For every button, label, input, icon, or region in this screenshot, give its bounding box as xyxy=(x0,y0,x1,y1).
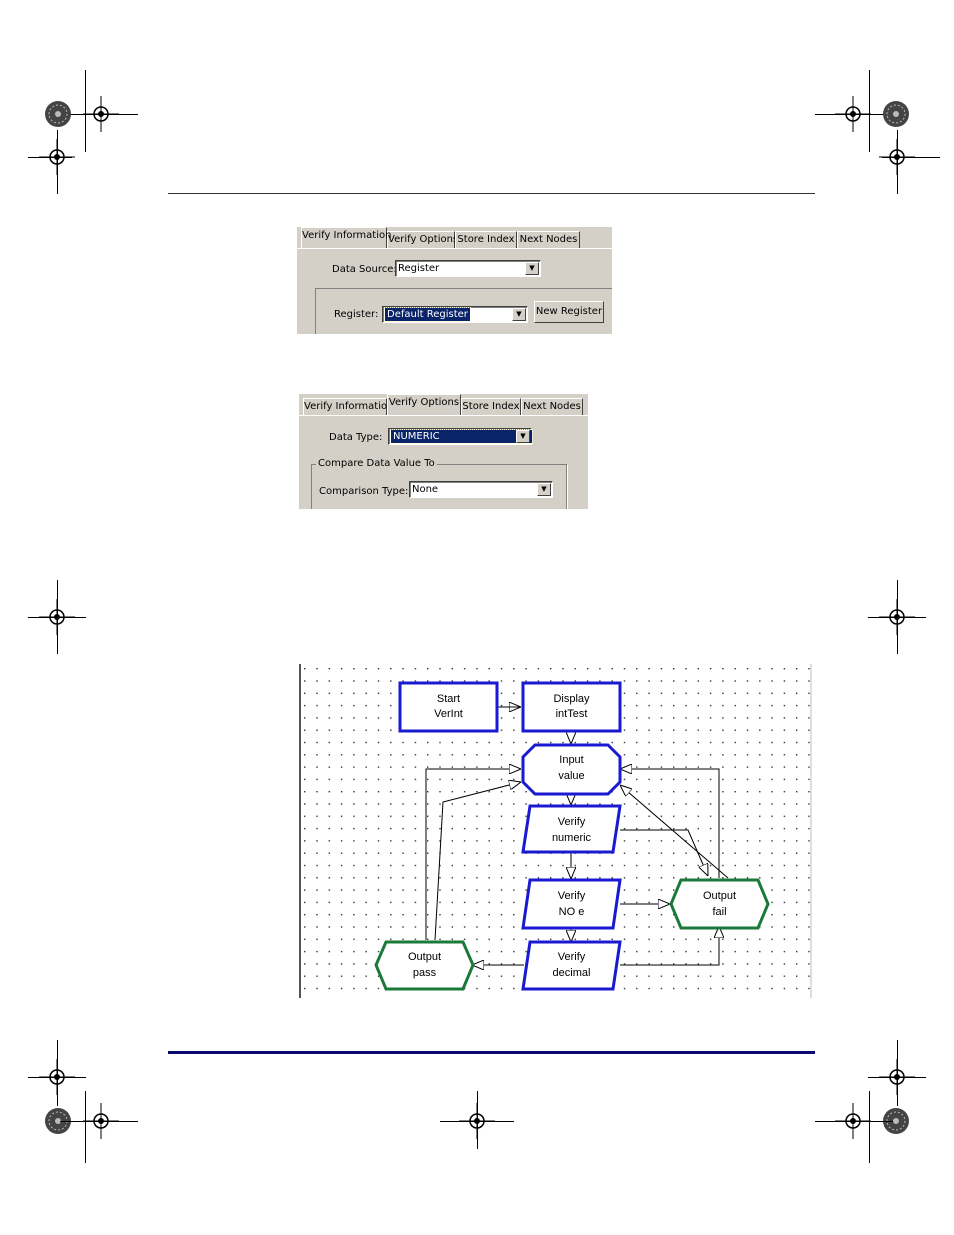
node-output-fail-line2: fail xyxy=(712,906,726,918)
verify-options-dialog: Verify Information Verify Options Store … xyxy=(299,394,588,509)
node-verify-decimal-line2: decimal xyxy=(553,967,591,979)
register-label: Register: xyxy=(334,309,379,320)
tab-verify-options[interactable]: Verify Options xyxy=(387,394,461,415)
node-verify-decimal-line1: Verify xyxy=(558,951,586,963)
flow-connectors xyxy=(425,707,729,966)
registration-mark-icon xyxy=(877,597,917,637)
crop-mark xyxy=(85,1091,86,1163)
chevron-down-icon[interactable]: ▼ xyxy=(525,262,539,275)
node-verify-numeric-line2: numeric xyxy=(552,832,592,844)
footer-rule xyxy=(168,1051,815,1054)
node-start-line1: Start xyxy=(437,693,460,705)
data-type-value: NUMERIC xyxy=(390,429,533,444)
node-output-fail[interactable]: Output fail xyxy=(669,878,770,930)
connector-numeric-fail xyxy=(620,829,708,876)
register-value: Default Register xyxy=(384,307,471,322)
registration-mark-icon xyxy=(457,1101,497,1141)
node-start[interactable]: Start VerInt xyxy=(398,681,499,733)
connector-fail-input-2 xyxy=(620,785,729,879)
crop-mark xyxy=(869,1091,870,1163)
registration-mark-icon xyxy=(833,94,873,134)
tab-store-index[interactable]: Store Index xyxy=(461,398,521,415)
registration-mark-icon xyxy=(37,1057,77,1097)
register-groupbox xyxy=(315,288,612,334)
node-verify-decimal[interactable]: Verify decimal xyxy=(521,940,622,991)
connector-fail-input xyxy=(620,769,720,878)
comparison-type-value: None xyxy=(412,484,439,495)
comparison-type-label: Comparison Type: xyxy=(319,486,409,497)
node-verify-numeric-line1: Verify xyxy=(558,816,586,828)
registration-mark-icon xyxy=(37,137,77,177)
tab-next-nodes[interactable]: Next Nodes xyxy=(517,231,580,248)
chevron-down-icon[interactable]: ▼ xyxy=(512,308,526,321)
registration-mark-icon xyxy=(877,137,917,177)
color-target-icon xyxy=(44,100,72,128)
node-display-line1: Display xyxy=(553,693,590,705)
node-verify-noe-line2: NO e xyxy=(559,906,585,918)
tab-verify-options[interactable]: Verify Options xyxy=(387,231,458,248)
node-display[interactable]: Display intTest xyxy=(521,681,622,733)
data-type-label: Data Type: xyxy=(329,432,383,443)
node-verify-numeric[interactable]: Verify numeric xyxy=(521,804,622,854)
node-verify-noe-line1: Verify xyxy=(558,890,586,902)
registration-mark-icon xyxy=(37,597,77,637)
registration-mark-icon xyxy=(81,1101,121,1141)
tab-verify-information[interactable]: Verify Information xyxy=(303,398,393,415)
tab-store-index[interactable]: Store Index xyxy=(455,231,517,248)
node-input-line1: Input xyxy=(559,754,583,766)
node-output-pass[interactable]: Output pass xyxy=(374,940,475,991)
node-output-fail-line1: Output xyxy=(703,890,736,902)
data-source-select[interactable]: Register ▼ xyxy=(395,260,541,277)
node-display-line2: intTest xyxy=(556,708,588,720)
node-verify-noe[interactable]: Verify NO e xyxy=(521,878,622,930)
data-source-value: Register xyxy=(398,263,440,274)
node-output-pass-line1: Output xyxy=(408,951,441,963)
connector-decimal-fail xyxy=(620,926,719,966)
tab-next-nodes[interactable]: Next Nodes xyxy=(521,398,583,415)
chevron-down-icon[interactable]: ▼ xyxy=(537,483,551,496)
chevron-down-icon[interactable]: ▼ xyxy=(516,430,530,443)
data-source-label: Data Source: xyxy=(332,264,397,275)
registration-mark-icon xyxy=(877,1057,917,1097)
crop-mark xyxy=(85,70,86,152)
data-type-select[interactable]: NUMERIC ▼ xyxy=(388,428,533,445)
comparison-type-select[interactable]: None ▼ xyxy=(409,481,553,498)
node-input[interactable]: Input value xyxy=(521,743,622,796)
tab-verify-information[interactable]: Verify Information xyxy=(301,227,391,248)
node-start-line2: VerInt xyxy=(434,708,463,720)
verify-information-dialog: Verify Information Verify Options Store … xyxy=(297,227,612,334)
compare-group-label: Compare Data Value To xyxy=(316,458,437,469)
register-select[interactable]: Default Register ▼ xyxy=(382,306,528,323)
new-register-button[interactable]: New Register xyxy=(534,301,604,323)
color-target-icon xyxy=(882,1107,910,1135)
node-input-line2: value xyxy=(558,770,584,782)
flowchart-canvas: Start VerInt Display intTest Input value… xyxy=(298,664,815,998)
registration-mark-icon xyxy=(833,1101,873,1141)
tab-strip-edge xyxy=(299,415,588,416)
crop-mark xyxy=(869,70,870,152)
color-target-icon xyxy=(882,100,910,128)
tab-strip-edge xyxy=(297,248,612,249)
header-rule xyxy=(168,193,815,194)
connector-pass-input xyxy=(425,769,521,940)
connector-pass-input-2 xyxy=(434,782,521,941)
compare-groupbox xyxy=(311,464,567,509)
registration-mark-icon xyxy=(81,94,121,134)
node-output-pass-line2: pass xyxy=(413,967,437,979)
